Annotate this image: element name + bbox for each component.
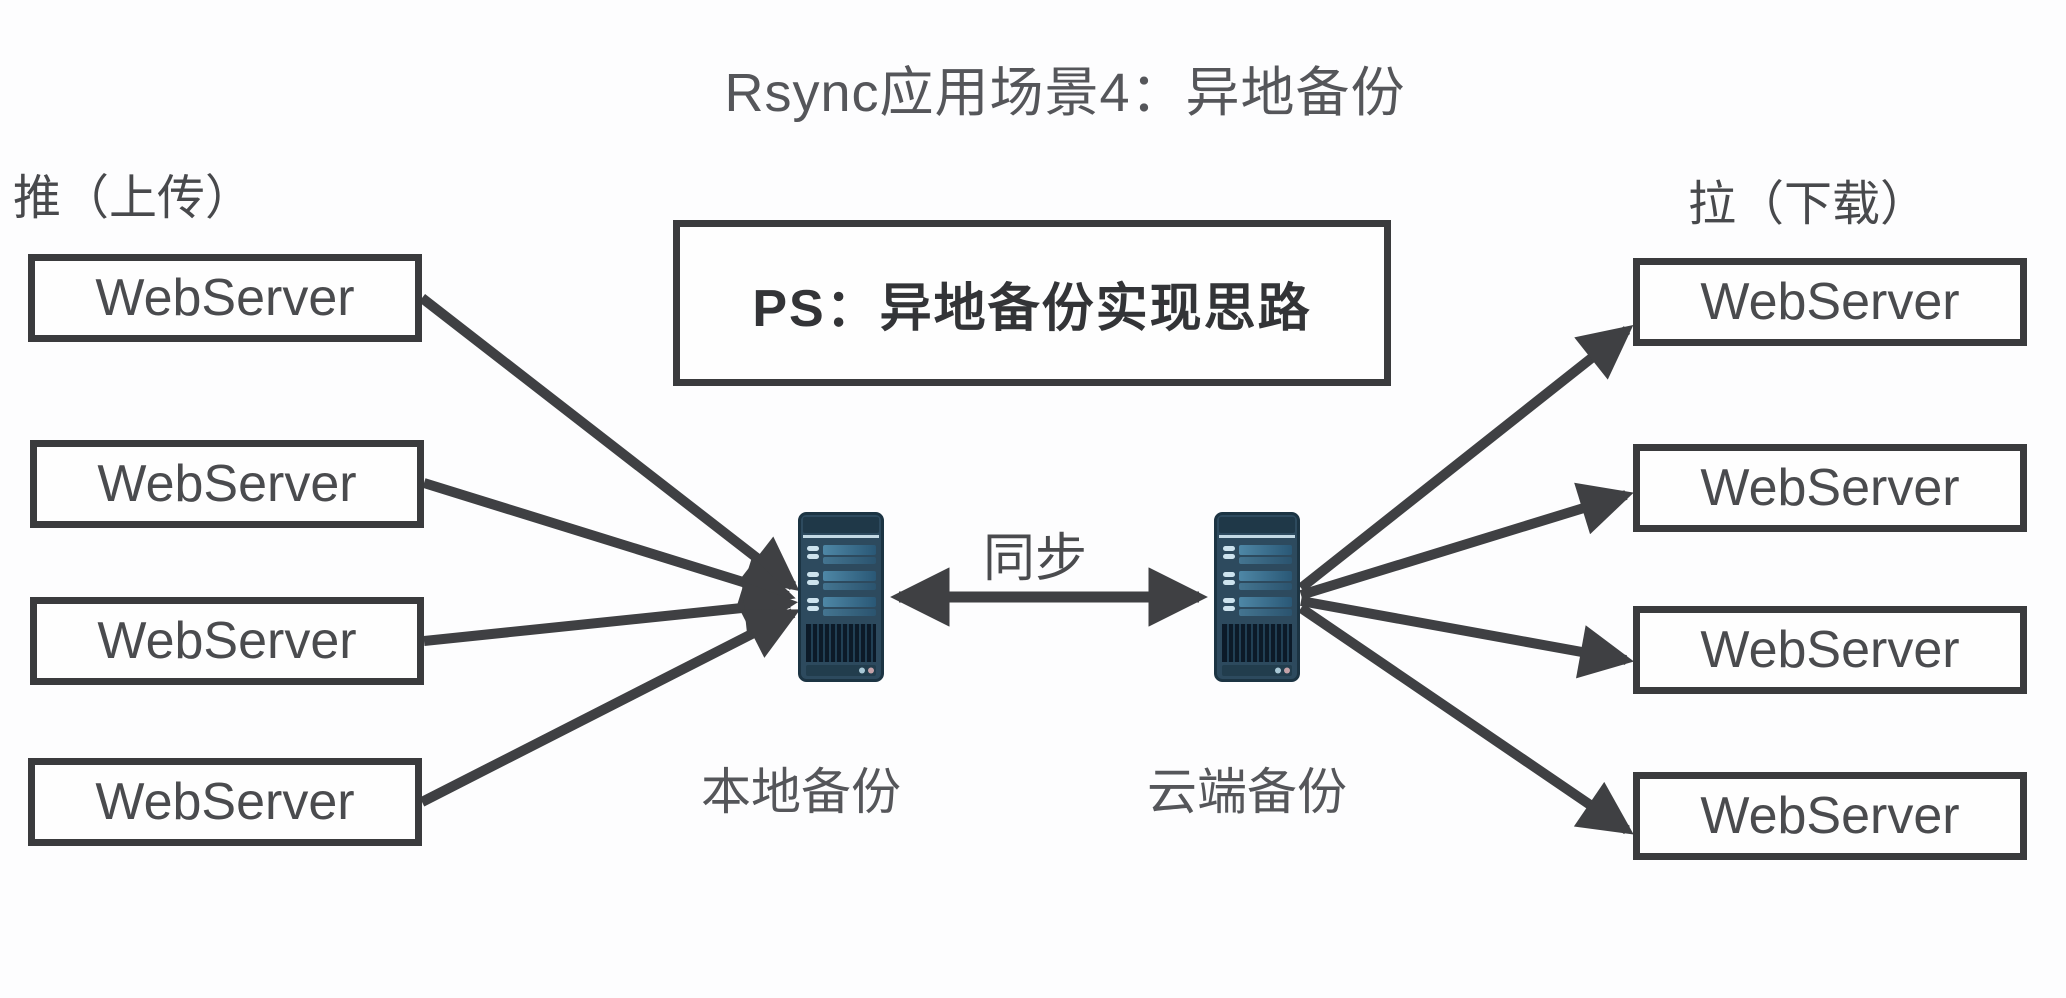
webserver-box-label: WebServer	[1700, 621, 1960, 679]
pull-connector-line	[1300, 596, 1634, 679]
note-box: PS：异地备份实现思路	[673, 220, 1391, 386]
cloud-backup-label: 云端备份	[1147, 764, 1347, 820]
webserver-box: WebServer	[1633, 772, 2027, 860]
cloud-backup-server-icon	[1214, 512, 1300, 682]
webserver-box-label: WebServer	[1700, 459, 1960, 517]
webserver-box-label: WebServer	[97, 455, 357, 513]
webserver-box: WebServer	[30, 597, 424, 685]
local-backup-server-icon	[798, 512, 884, 682]
webserver-box: WebServer	[1633, 258, 2027, 346]
note-box-text: PS：异地备份实现思路	[752, 279, 1312, 338]
webserver-box: WebServer	[1633, 606, 2027, 694]
push-connector-line	[419, 608, 801, 807]
webserver-box-label: WebServer	[95, 773, 355, 831]
pull-connector-line	[1298, 603, 1634, 835]
webserver-box-label: WebServer	[95, 269, 355, 327]
push-connector-line	[422, 478, 796, 609]
pull-connector-line	[1297, 324, 1634, 592]
pull-group-heading: 拉（下载）	[1688, 178, 1929, 231]
page-title: Rsync应用场景4：异地备份	[724, 63, 1406, 123]
webserver-box-label: WebServer	[1700, 273, 1960, 331]
push-group-heading: 推（上传）	[13, 172, 254, 225]
webserver-box: WebServer	[28, 254, 422, 342]
push-connector-line	[423, 580, 799, 646]
sync-label: 同步	[982, 530, 1087, 588]
webserver-box: WebServer	[28, 758, 422, 846]
webserver-box-label: WebServer	[97, 612, 357, 670]
webserver-box: WebServer	[1633, 444, 2027, 532]
webserver-box: WebServer	[30, 440, 424, 528]
local-backup-label: 本地备份	[701, 764, 901, 820]
webserver-box-label: WebServer	[1700, 787, 1960, 845]
push-connector-line	[418, 294, 800, 591]
pull-connector-line	[1299, 482, 1634, 600]
